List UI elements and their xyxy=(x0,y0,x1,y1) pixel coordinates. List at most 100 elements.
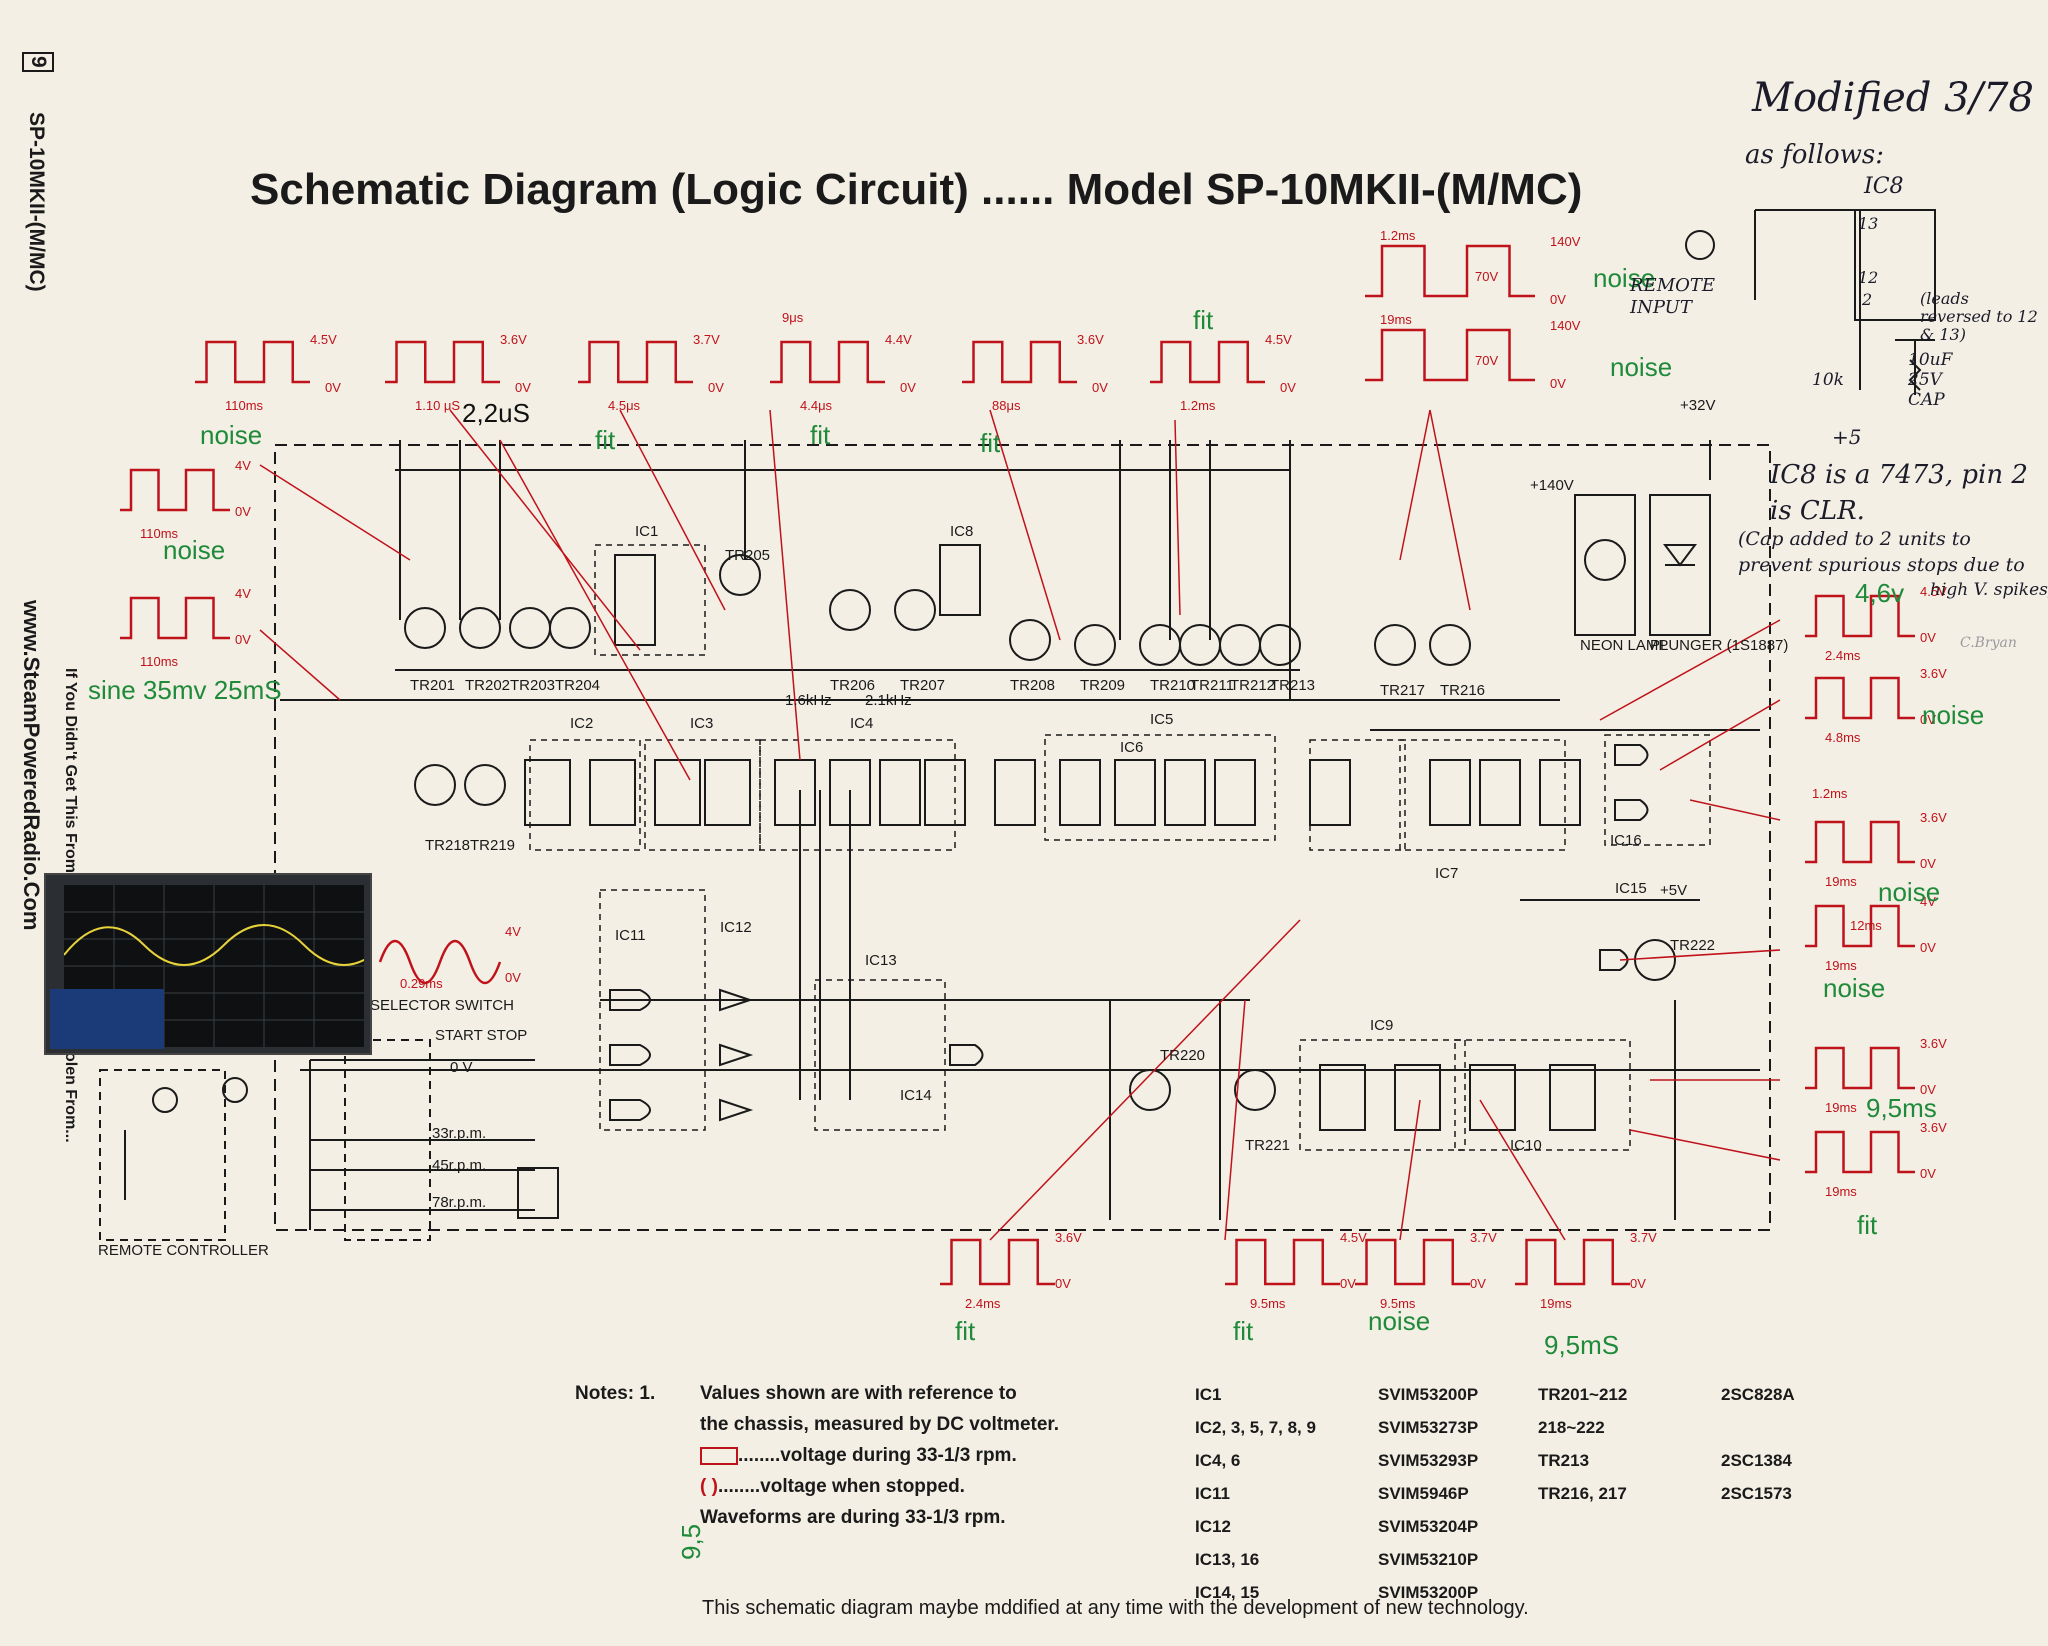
start-stop-volt: 0 V xyxy=(450,1059,473,1076)
annotation-noise-2: noise xyxy=(1593,263,1656,293)
notes-line-5: Waveforms are during 33-1/3 rpm. xyxy=(700,1507,1006,1528)
waveform-trace xyxy=(940,1238,1055,1286)
waveform-label: 4V xyxy=(505,924,521,939)
waveform-trace xyxy=(1805,594,1915,638)
waveform-trace xyxy=(770,340,885,384)
waveform-label: 0V xyxy=(1550,376,1566,391)
waveform-trace xyxy=(578,340,693,384)
waveform-trace xyxy=(1150,340,1265,384)
waveform-trace xyxy=(385,340,500,384)
parts-cell-ic: IC13, 16 xyxy=(1195,1549,1260,1569)
hand-cap: 10uF 25V CAP xyxy=(1908,350,1953,410)
annotation-noise-3: noise xyxy=(1610,352,1673,382)
waveform-label: 0V xyxy=(1630,1276,1646,1291)
tr218-label: TR218 xyxy=(425,837,470,854)
ic5-label: IC5 xyxy=(1150,711,1173,728)
waveform-label: 3.7V xyxy=(1470,1230,1497,1245)
ic3-label: IC3 xyxy=(690,715,713,732)
tr202-label: TR202 xyxy=(465,677,510,694)
parts-cell-part: SVIM53200P xyxy=(1378,1384,1479,1404)
parts-cell-tr: 218~222 xyxy=(1538,1417,1605,1437)
speed-45-label: 45r.p.m. xyxy=(432,1157,486,1174)
waveform-label: 4V xyxy=(235,458,251,473)
waveform-label: 3.6V xyxy=(1920,810,1947,825)
parts-cell-tr-part xyxy=(1721,1576,1795,1609)
waveform-label: 19ms xyxy=(1825,958,1857,973)
parts-cell-ic: IC1 xyxy=(1195,1384,1222,1404)
parts-cell-tr-part xyxy=(1721,1411,1795,1444)
waveform-label: 1.2ms xyxy=(1812,786,1848,801)
waveform-label: 0V xyxy=(1055,1276,1071,1291)
neon-lamp-label: NEON LAMP xyxy=(1580,637,1668,654)
waveform-label: 0V xyxy=(1920,712,1936,727)
parts-cell-tr-part xyxy=(1721,1543,1795,1576)
waveform-label: 4.5V xyxy=(1340,1230,1367,1245)
waveform-trace xyxy=(962,340,1077,384)
plunger-label: PLUNGER (1S1887) xyxy=(1650,637,1788,654)
waveform-label: 0V xyxy=(1092,380,1108,395)
ic4-label: IC4 xyxy=(850,715,873,732)
annotation-sine: sine 35mv 25mS xyxy=(88,675,282,705)
waveform-label: 110ms xyxy=(140,654,179,669)
tr211-label: TR211 xyxy=(1190,677,1234,694)
side-model-label: SP-10MKII-(M/MC) xyxy=(25,112,48,292)
annotation-noise-8: noise xyxy=(1368,1306,1431,1336)
ic8-label: IC8 xyxy=(950,523,973,540)
parts-cell-part: SVIM53204P xyxy=(1378,1516,1479,1536)
notes-line-4: ........voltage when stopped. xyxy=(717,1476,965,1497)
waveform-trace xyxy=(1805,1130,1915,1174)
waveform-label: 4.8ms xyxy=(1825,730,1861,745)
selector-waveform-trace xyxy=(378,940,502,984)
parts-cell-tr xyxy=(1538,1543,1721,1576)
hand-pin12: 12 xyxy=(1858,268,1879,287)
waveform-label: 4V xyxy=(1920,894,1936,909)
hand-10k: 10k xyxy=(1812,370,1844,390)
waveform-label: 0V xyxy=(1280,380,1296,395)
supply-140v-label: +140V xyxy=(1530,477,1574,494)
waveform-label: 0V xyxy=(515,380,531,395)
waveform-label: 0V xyxy=(1340,1276,1356,1291)
waveform-label: 3.7V xyxy=(1630,1230,1657,1245)
annotation-noise-4: noise xyxy=(163,535,226,565)
waveform-label: 0V xyxy=(235,632,251,647)
ic2-label: IC2 xyxy=(570,715,593,732)
waveform-label: 70V xyxy=(1475,269,1498,284)
waveform-label: 110ms xyxy=(140,526,179,541)
annotation-noise-7: noise xyxy=(1823,973,1886,1003)
waveform-trace xyxy=(1805,820,1915,864)
parts-cell-tr-part: 2SC828A xyxy=(1721,1384,1795,1404)
parts-row: IC12 SVIM53204P xyxy=(1195,1510,1795,1543)
parts-cell-ic: IC2, 3, 5, 7, 8, 9 xyxy=(1195,1417,1316,1437)
waveform-label: 3.6V xyxy=(1920,666,1947,681)
page-number: 9 xyxy=(22,52,54,72)
tr206-label: TR206 xyxy=(830,677,875,694)
parts-cell-ic: IC12 xyxy=(1195,1516,1231,1536)
waveform-label: 4.5V xyxy=(1920,584,1947,599)
notes-line-3: ........voltage during 33-1/3 rpm. xyxy=(738,1445,1017,1466)
waveform-label: 3.7V xyxy=(693,332,720,347)
ic13-label: IC13 xyxy=(865,952,897,969)
waveform-label: 4V xyxy=(235,586,251,601)
waveform-label: 4.5V xyxy=(1265,332,1292,347)
annotation-noise-6: noise xyxy=(1878,877,1941,907)
parts-cell-tr xyxy=(1538,1576,1721,1609)
waveform-trace xyxy=(1365,328,1535,382)
annotation-9-5ms-2: 9,5mS xyxy=(1544,1330,1620,1360)
annotation-9-5ms: 9,5ms xyxy=(1866,1093,1937,1123)
waveform-label: 1.10 μS xyxy=(415,398,460,413)
hand-note-5: high V. spikes) xyxy=(1930,580,2048,600)
tr219-label: TR219 xyxy=(470,837,515,854)
page-title: Schematic Diagram (Logic Circuit) ......… xyxy=(250,165,1583,214)
waveform-label: 12ms xyxy=(1850,918,1882,933)
waveform-label: 0V xyxy=(325,380,341,395)
tr220-label: TR220 xyxy=(1160,1047,1205,1064)
tr205-label: TR205 xyxy=(725,547,770,564)
waveform-label: 3.6V xyxy=(1920,1036,1947,1051)
side-url: www.SteamPoweredRadio.Com xyxy=(19,600,44,931)
supply-32v-label: +32V xyxy=(1680,397,1715,414)
tr204-label: TR204 xyxy=(555,677,600,694)
